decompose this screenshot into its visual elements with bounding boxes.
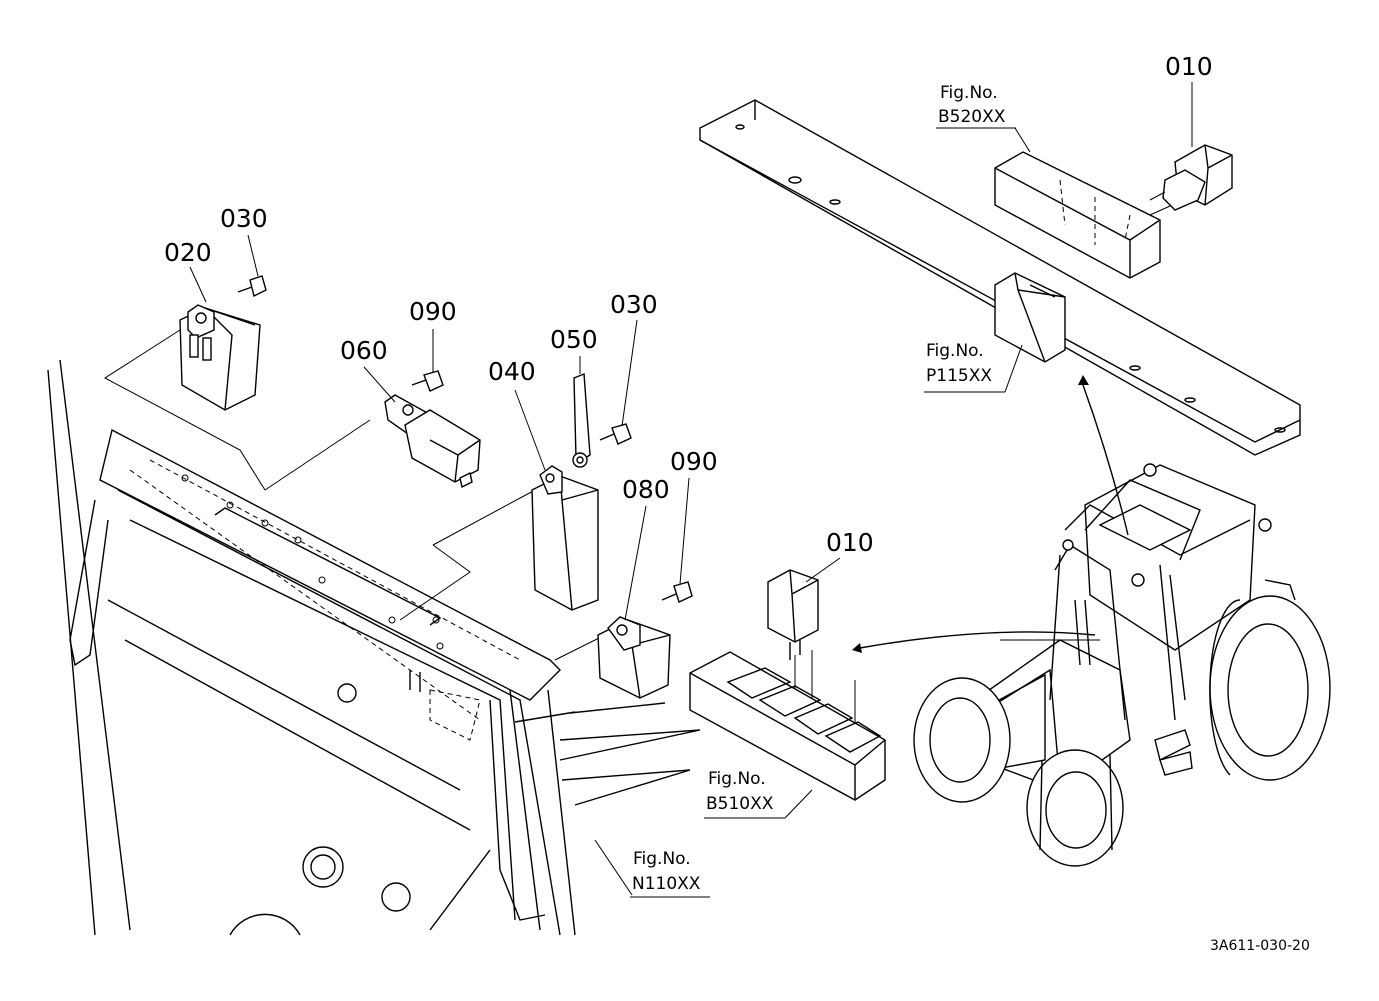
fig-ref-b520: Fig.No. B520XX bbox=[936, 83, 1016, 129]
part-040-box bbox=[531, 465, 599, 611]
callout-060: 060 bbox=[340, 336, 388, 365]
fig-ref-b510: Fig.No. B510XX bbox=[704, 769, 785, 819]
tractor-illustration bbox=[913, 463, 1331, 867]
location-arrows bbox=[514, 375, 1129, 723]
callout-010-top: 010 bbox=[1165, 52, 1213, 81]
fig-ref-n110-line2: N110XX bbox=[632, 874, 701, 894]
leader-lines bbox=[189, 82, 1193, 896]
part-060-regulator bbox=[384, 394, 481, 489]
callout-020: 020 bbox=[164, 238, 212, 267]
callout-050: 050 bbox=[550, 325, 598, 354]
callout-030-mid: 030 bbox=[610, 290, 658, 319]
part-020-relay bbox=[179, 304, 261, 411]
part-080-relay bbox=[597, 616, 671, 699]
fig-ref-b510-line1: Fig.No. bbox=[708, 769, 766, 789]
callout-090-mid: 090 bbox=[409, 297, 457, 326]
mounting-outline bbox=[104, 329, 606, 661]
callout-labels: 010 030 020 090 060 050 030 040 090 080 … bbox=[164, 52, 1213, 557]
callout-030-left: 030 bbox=[220, 204, 268, 233]
callout-090-right: 090 bbox=[670, 447, 718, 476]
fig-ref-b520-line2: B520XX bbox=[938, 107, 1006, 127]
fig-ref-b510-line2: B510XX bbox=[706, 794, 774, 814]
part-090-bolt-mid bbox=[411, 370, 444, 392]
part-010-connector-top bbox=[1149, 144, 1233, 216]
fig-ref-p115-line1: Fig.No. bbox=[926, 341, 984, 361]
cab-frame bbox=[47, 359, 701, 936]
fuse-box-b520 bbox=[994, 151, 1161, 279]
part-030-bolt-mid bbox=[599, 423, 632, 445]
fig-ref-n110-line1: Fig.No. bbox=[633, 849, 691, 869]
fig-ref-p115: Fig.No. P115XX bbox=[924, 341, 1005, 393]
fig-ref-n110: Fig.No. N110XX bbox=[630, 849, 710, 898]
fuse-box-b510 bbox=[689, 651, 886, 801]
callout-080: 080 bbox=[622, 475, 670, 504]
fig-ref-p115-line2: P115XX bbox=[926, 366, 992, 386]
roof-rail bbox=[699, 99, 1301, 456]
part-030-bolt-left bbox=[237, 275, 267, 298]
callout-010-bottom: 010 bbox=[826, 528, 874, 557]
part-050-strap bbox=[572, 372, 591, 468]
callout-040: 040 bbox=[488, 357, 536, 386]
part-090-bolt-right bbox=[661, 581, 693, 603]
fig-ref-b520-line1: Fig.No. bbox=[940, 83, 998, 103]
document-id: 3A611-030-20 bbox=[1210, 938, 1310, 954]
